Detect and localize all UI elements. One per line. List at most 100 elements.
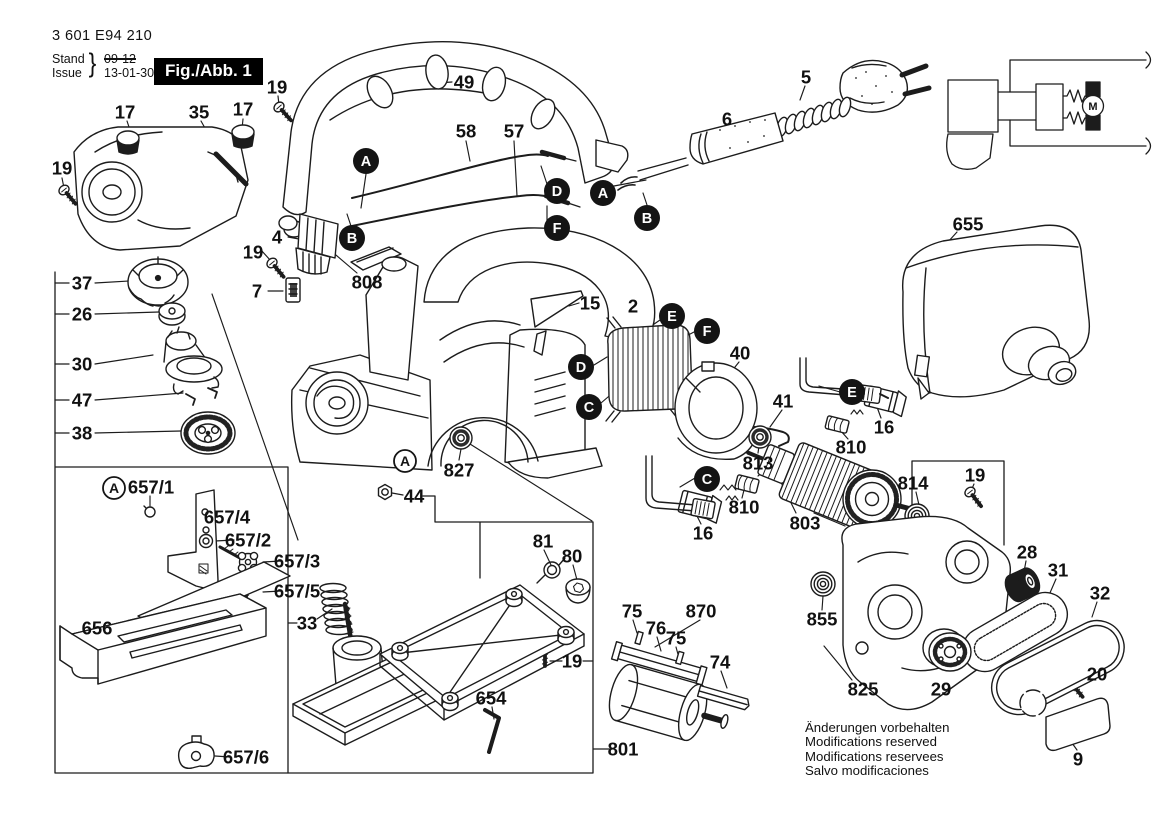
part-label-810: 810 [836, 437, 867, 458]
part-label-40: 40 [730, 343, 751, 364]
part-label-654: 654 [476, 688, 508, 709]
cable-58 [351, 149, 577, 199]
part-label-655: 655 [953, 214, 984, 235]
stand-label: Stand [52, 52, 85, 66]
part-label-19: 19 [243, 242, 264, 263]
front-hood-35 [73, 126, 249, 251]
schematic-motor [1081, 94, 1105, 118]
part-label-80: 80 [562, 546, 583, 567]
callout-f-filled: F [544, 215, 570, 241]
part-label-855: 855 [807, 609, 838, 630]
adjust-knob-37 [127, 256, 189, 307]
terminal-block-7 [285, 277, 301, 303]
legal-notes: Änderungen vorbehalten Modifications res… [805, 720, 950, 779]
plate-boss [391, 587, 575, 712]
part-label-657-6: 657/6 [223, 747, 269, 768]
hex-key-654 [483, 708, 501, 754]
chip-guard-49 [282, 41, 629, 216]
wiring-schematic: M [946, 51, 1152, 170]
washer-657-2 [198, 533, 214, 549]
hex-nut-44 [377, 483, 393, 501]
part-label-5: 5 [801, 67, 811, 88]
blade-pulley-29 [922, 628, 972, 672]
part-label-28: 28 [1017, 542, 1038, 563]
toothed-wheel-38 [180, 411, 236, 455]
power-cord-assembly [617, 59, 932, 191]
part-label-33: 33 [297, 613, 318, 634]
schematic-module [1035, 83, 1064, 131]
main-housing [291, 227, 656, 479]
bearing-855 [810, 571, 836, 597]
rear-sole-plate [379, 584, 585, 721]
part-label-57: 57 [504, 121, 525, 142]
part-label-657-1: 657/1 [128, 477, 174, 498]
title-block: 3 601 E94 210 Stand Issue } 09-12 13-01-… [52, 28, 282, 90]
part-label-656: 656 [82, 618, 113, 639]
part-label-19: 19 [52, 158, 73, 179]
part-label-37: 37 [72, 273, 93, 294]
carbon-brush-810-right [824, 409, 864, 434]
cutter-drum [608, 663, 729, 742]
part-label-2: 2 [628, 296, 638, 317]
cable-57 [351, 193, 581, 227]
svg-text:D: D [552, 184, 562, 200]
callout-a-outline: A [393, 449, 417, 473]
part-label-16: 16 [874, 417, 895, 438]
part-label-17: 17 [115, 102, 136, 123]
callout-e-filled: E [659, 303, 685, 329]
part-label-44: 44 [404, 486, 425, 507]
group-box-gear-housing [911, 460, 1005, 546]
parallel-fence-656 [59, 593, 267, 685]
schematic-switch [947, 79, 999, 133]
legal-note-de: Änderungen vorbehalten [805, 720, 950, 735]
part-label-41: 41 [773, 391, 794, 412]
part-label-4: 4 [272, 227, 283, 248]
knob-80 [565, 578, 591, 604]
ring-657-1 [143, 505, 156, 518]
part-label-76: 76 [646, 618, 667, 639]
blade-holder-76 [610, 641, 708, 686]
cover-plate-808 [350, 246, 402, 271]
bearing-827 [448, 425, 474, 451]
legal-note-en: Modifications reserved [805, 734, 937, 750]
callout-a-filled: A [353, 148, 379, 174]
knob-17-left [116, 130, 140, 155]
fan-guard-40 [674, 361, 758, 461]
superseded-date: 09-12 [104, 52, 136, 66]
part-label-58: 58 [456, 121, 477, 142]
part-label-35: 35 [189, 102, 210, 123]
svg-text:B: B [347, 231, 357, 247]
handle [423, 227, 656, 343]
switch-lever-4 [278, 213, 339, 275]
issue-date: 13-01-30 [104, 66, 155, 80]
motor-label: M [1088, 101, 1097, 113]
part-label-814: 814 [898, 473, 930, 494]
part-label-15: 15 [580, 293, 601, 314]
set-screw-75-b [675, 650, 685, 666]
spring-81 [536, 557, 566, 584]
field-lead-wire-c [645, 455, 716, 520]
part-label-81: 81 [533, 531, 554, 552]
part-label-49: 49 [454, 72, 475, 93]
schematic-brush-bottom [1085, 114, 1101, 131]
cord-sleeve-6 [689, 112, 784, 165]
cap-30 [163, 326, 223, 395]
part-label-657-2: 657/2 [225, 530, 271, 551]
disc-26 [158, 302, 186, 326]
motor-pulley-28 [1004, 567, 1041, 603]
screw-19-gearbox [961, 483, 988, 512]
part-label-19: 19 [965, 465, 986, 486]
part-label-32: 32 [1090, 583, 1111, 604]
figure-label: Fig./Abb. 1 [154, 58, 263, 85]
callout-a-filled: A [590, 180, 616, 206]
part-label-47: 47 [72, 390, 93, 411]
svg-text:A: A [361, 154, 372, 170]
legal-note-fr: Modifications reservees [805, 748, 944, 764]
callout-c-filled: C [576, 394, 602, 420]
part-label-6: 6 [722, 109, 732, 130]
part-label-813: 813 [743, 453, 774, 474]
wing-knob-657-6 [177, 735, 215, 769]
cover-window-9 [1045, 697, 1111, 752]
